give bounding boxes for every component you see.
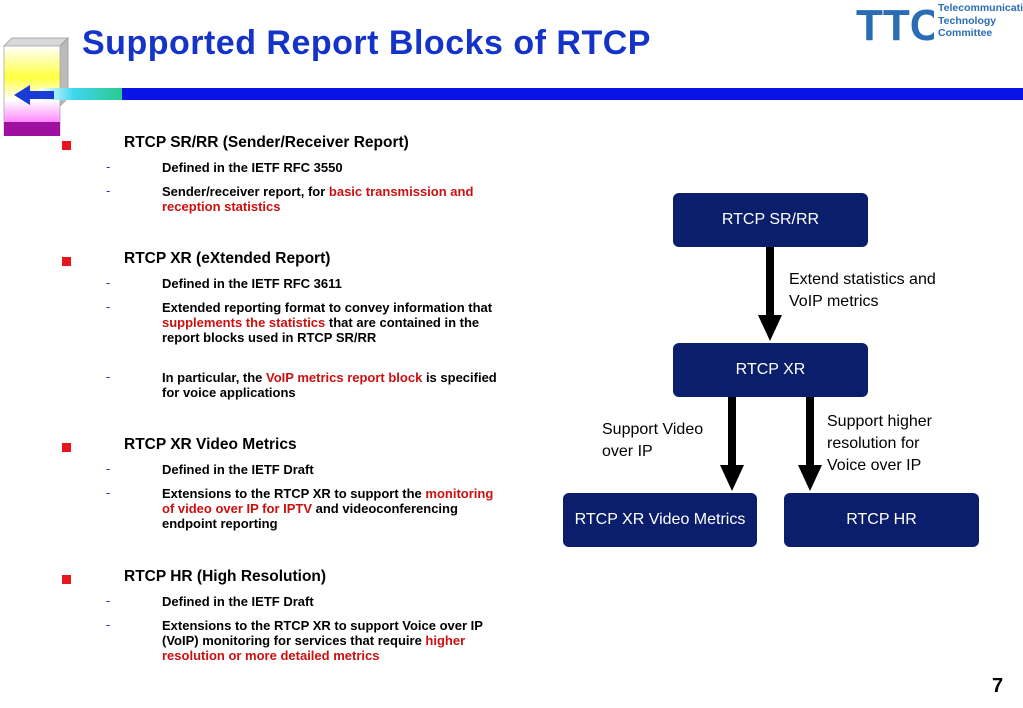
sub-item: Sender/receiver report, for basic transm… (162, 184, 507, 214)
box-rtcp-xr: RTCP XR (673, 343, 868, 397)
section-heading: RTCP XR (eXtended Report) (124, 250, 331, 267)
sub-item: Defined in the IETF RFC 3550 (162, 160, 507, 175)
bullet-icon (62, 575, 71, 584)
highlight-text: supplements the statistics (162, 315, 326, 330)
sub-item: Extensions to the RTCP XR to support the… (162, 486, 507, 531)
logo-text: Telecommunication Technology Committee (938, 2, 1023, 40)
sub-item-text: is specified for voice applications (162, 370, 497, 400)
bullet-icon (62, 257, 71, 266)
dash-marker: - (106, 159, 111, 174)
sub-item-text: Extensions to the RTCP XR to support the (162, 486, 426, 501)
sub-item-text: Defined in the IETF RFC 3550 (162, 160, 343, 175)
sub-item: Extensions to the RTCP XR to support Voi… (162, 618, 507, 663)
dash-marker: - (106, 617, 111, 632)
back-arrow-icon (14, 85, 54, 105)
logo-line-2: Technology (938, 14, 997, 27)
section-heading: RTCP XR Video Metrics (124, 436, 297, 453)
logo-line-3: Committee (938, 27, 993, 39)
section-heading: RTCP HR (High Resolution) (124, 568, 327, 585)
sub-item-text: Defined in the IETF Draft (162, 462, 314, 477)
box-rtcp-hr: RTCP HR (784, 493, 979, 547)
sub-item: In particular, the VoIP metrics report b… (162, 370, 507, 400)
section-heading: RTCP SR/RR (Sender/Receiver Report) (124, 134, 409, 151)
sub-item-text: Defined in the IETF Draft (162, 594, 314, 609)
header-blue-bar (122, 88, 1023, 100)
sub-item-text: and videoconferencing endpoint reporting (162, 501, 458, 531)
dash-marker: - (106, 275, 111, 290)
box-rtcp-xr-video: RTCP XR Video Metrics (563, 493, 757, 547)
arrow-xr-to-video (720, 397, 744, 491)
dash-marker: - (106, 461, 111, 476)
header-gradient-bar (40, 88, 124, 100)
sub-item: Defined in the IETF RFC 3611 (162, 276, 507, 291)
ttc-logo-mark: TTC (854, 2, 934, 44)
highlight-text: VoIP metrics report block (266, 370, 423, 385)
box-rtcp-sr-rr: RTCP SR/RR (673, 193, 868, 247)
sub-item-text: Sender/receiver report, for (162, 184, 329, 199)
label-extend: Extend statistics and VoIP metrics (789, 271, 936, 310)
highlight-text: monitoring of video over IP for IPTV (162, 486, 494, 516)
sub-item: Defined in the IETF Draft (162, 462, 507, 477)
sub-item: Defined in the IETF Draft (162, 594, 507, 609)
dash-marker: - (106, 485, 111, 500)
sub-item: Extended reporting format to convey info… (162, 300, 507, 345)
arrow-xr-to-hr (798, 397, 822, 491)
sub-item-text: that are contained in the report blocks … (162, 315, 480, 345)
ttc-logo: TTC Telecommunication Technology Committ… (852, 0, 1023, 46)
logo-line-1: Telecommunication (938, 2, 1023, 14)
highlight-text: higher resolution or more detailed metri… (162, 633, 466, 663)
bullet-icon (62, 141, 71, 150)
dash-marker: - (106, 183, 111, 198)
page-number: 7 (992, 675, 1004, 697)
label-higher: Support higher resolution for Voice over… (827, 413, 932, 474)
sub-item-text: Defined in the IETF RFC 3611 (162, 276, 342, 291)
bullet-icon (62, 443, 71, 452)
sub-item-text: Extensions to the RTCP XR to support Voi… (162, 618, 483, 648)
page-title: Supported Report Blocks of RTCP (82, 24, 651, 62)
arrow-sr-to-xr (758, 247, 782, 341)
svg-text:TTC: TTC (856, 2, 934, 44)
dash-marker: - (106, 299, 111, 314)
dash-marker: - (106, 369, 111, 384)
highlight-text: basic transmission and reception statist… (162, 184, 474, 214)
label-video: Support Video over IP (602, 421, 704, 460)
sub-item-text: Extended reporting format to convey info… (162, 300, 493, 315)
sub-item-text: In particular, the (162, 370, 267, 385)
dash-marker: - (106, 593, 111, 608)
